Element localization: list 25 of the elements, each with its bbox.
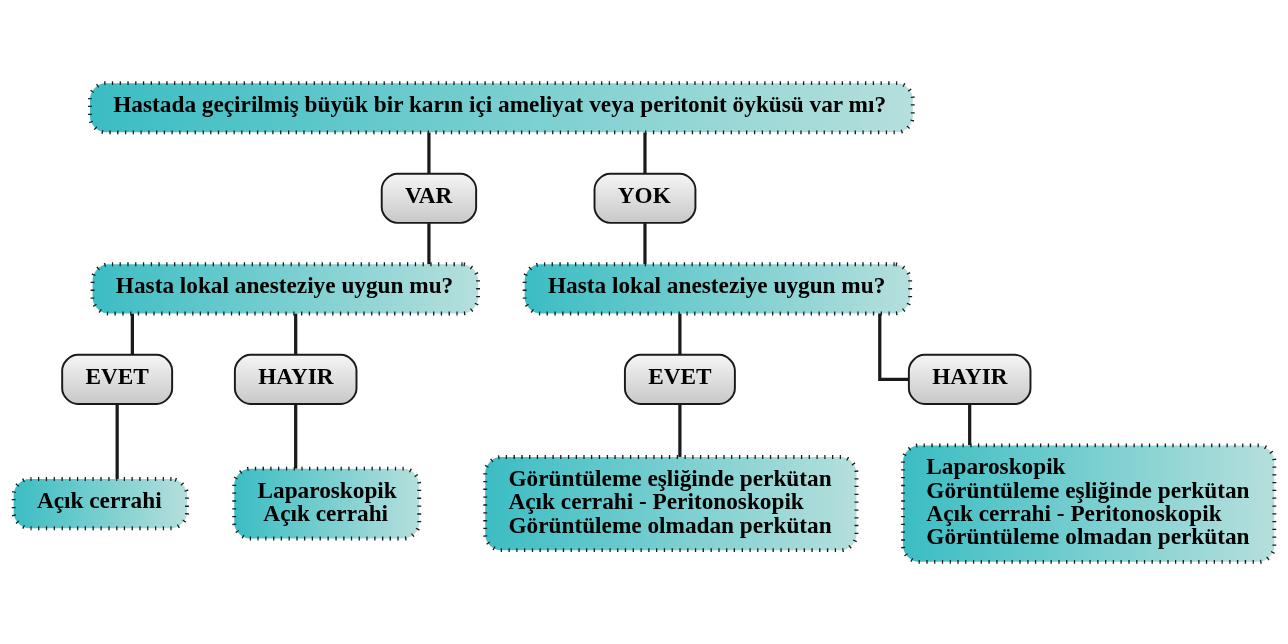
connector [878,313,909,381]
connector [427,132,431,174]
node-box: VAR [380,172,478,224]
node-box: Hasta lokal anesteziye uygun mu? [90,261,481,315]
node-box: HAYIR [233,353,358,405]
node-box: YOK [593,172,697,224]
connector [678,404,682,457]
connector [427,222,431,264]
node-box: Laparoskopik Açık cerrahi [232,466,422,540]
connector [968,404,972,445]
node-box: EVET [623,353,736,405]
node-box: Görüntüleme eşliğinde perkütan Açık cerrahi - Peritonoskopik Görüntüleme olmadan perkütan [483,454,859,552]
node-box: Laparoskopik Görüntüleme eşliğinde perkütan Açık cerrahi - Peritonoskopik Görüntüleme olmadan perkütan [901,442,1277,564]
connector [130,313,134,355]
connector [294,313,298,355]
node-box: Hasta lokal anesteziye uygun mu? [522,261,913,315]
connector [643,132,647,174]
connector [643,222,647,264]
node-box: Açık cerrahi [11,476,189,530]
node-box: EVET [61,353,174,405]
connector [678,313,682,355]
node-box: Hastada geçirilmiş büyük bir karın içi ameliyat veya peritonit öyküsü var mı? [88,80,915,134]
node-box: HAYIR [907,353,1032,405]
connector [115,404,119,479]
connector [294,404,298,469]
